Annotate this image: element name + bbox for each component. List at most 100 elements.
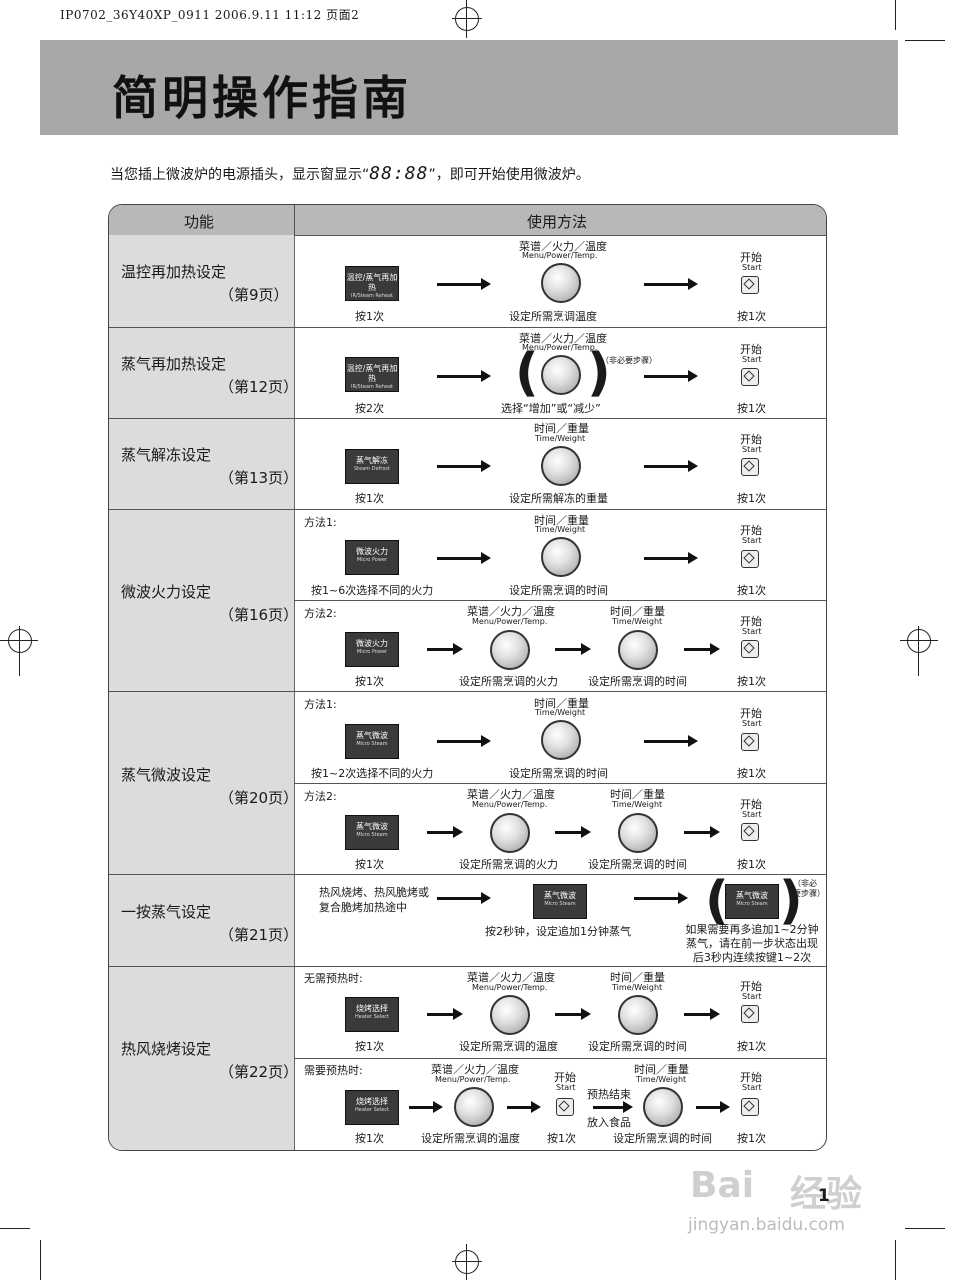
start-button[interactable] (741, 1098, 759, 1116)
function-page: （第20页） (219, 789, 299, 807)
menu-dial[interactable] (490, 813, 530, 853)
step-note: 按2秒钟，设定追加1分钟蒸气 (485, 925, 631, 938)
arrow-icon (437, 892, 491, 904)
arrow-icon (644, 278, 698, 290)
watermark-brand-2: 经验 (790, 1174, 863, 1215)
arrow-icon (555, 643, 591, 655)
time-dial[interactable] (618, 630, 658, 670)
menu-dial[interactable] (490, 995, 530, 1035)
step-note: 设定所需烹调的火力 (459, 858, 558, 871)
arrow-icon (437, 735, 491, 747)
start-label-en: Start (742, 627, 762, 636)
start-button[interactable] (741, 458, 759, 476)
dial-label: 时间／重量 (610, 605, 665, 618)
step-note: 设定所需烹调的时间 (509, 767, 608, 780)
dial-label: 菜谱／火力／温度 (519, 332, 607, 345)
time-dial[interactable] (541, 537, 581, 577)
step-note: 设定所需烹调的时间 (613, 1132, 712, 1145)
start-button[interactable] (741, 823, 759, 841)
start-button[interactable] (741, 276, 759, 294)
menu-dial[interactable] (490, 630, 530, 670)
start-button[interactable] (741, 550, 759, 568)
dial-label-en: Menu/Power/Temp. (472, 800, 548, 809)
dial-label-en: Time/Weight (636, 1075, 687, 1084)
intro-text: 当您插上微波炉的电源插头，显示窗显示“88:88”，即可开始使用微波炉。 (110, 163, 590, 184)
header-usage: 使用方法 (527, 213, 588, 231)
start-label: 开始 (740, 798, 762, 811)
function-page: （第16页） (219, 606, 299, 624)
start-button[interactable] (741, 733, 759, 751)
time-dial[interactable] (618, 813, 658, 853)
step-note: 按1次 (737, 584, 766, 597)
close-paren: ) (587, 343, 611, 403)
arrow-icon (644, 460, 698, 472)
start-button[interactable] (556, 1098, 574, 1116)
crop-mark (452, 1261, 482, 1262)
watermark-brand: Bai (690, 1165, 755, 1206)
arrow-icon (644, 370, 698, 382)
dial-label: 时间／重量 (534, 514, 589, 527)
arrow-icon (696, 1101, 730, 1113)
menu-dial[interactable] (541, 263, 581, 303)
start-icon (558, 1100, 570, 1112)
start-label-en: Start (742, 536, 762, 545)
start-label-en: Start (742, 719, 762, 728)
start-label-en: Start (742, 355, 762, 364)
start-button[interactable] (741, 640, 759, 658)
arrow-icon (437, 552, 491, 564)
title-banner (40, 40, 898, 135)
registration-mark (455, 1250, 479, 1274)
menu-dial[interactable] (454, 1087, 494, 1127)
start-label-en: Start (742, 263, 762, 272)
registration-mark (455, 7, 479, 31)
arrow-icon (634, 892, 688, 904)
start-button[interactable] (741, 1005, 759, 1023)
step-note: 预热结束 (587, 1088, 631, 1101)
step-note: 按1次 (737, 1132, 766, 1145)
step-note: 如果需要再多追加1~2分钟蒸气，请在前一步状态出现后3秒内连续按键1~2次 (685, 923, 819, 964)
time-dial[interactable] (541, 720, 581, 760)
step-note: 按1次 (737, 492, 766, 505)
dial-label-en: Menu/Power/Temp. (472, 617, 548, 626)
dial-label: 时间／重量 (610, 971, 665, 984)
dial-label-en: Menu/Power/Temp. (522, 251, 598, 260)
close-paren: ) (779, 871, 803, 931)
arrow-icon (684, 1008, 720, 1020)
function-name: 热风烧烤设定 (121, 1040, 212, 1058)
arrow-icon (684, 826, 720, 838)
start-button[interactable] (741, 368, 759, 386)
crop-mark (0, 1228, 30, 1229)
start-label-en: Start (742, 445, 762, 454)
menu-dial[interactable] (541, 355, 581, 395)
method-label: 方法2: (304, 790, 337, 803)
dial-label-en: Menu/Power/Temp. (522, 343, 598, 352)
step-note: 按1次 (547, 1132, 576, 1145)
optional-note: （非必要步骤） (601, 356, 657, 365)
start-label: 开始 (554, 1071, 576, 1084)
print-meta-line: IP0702_36Y40XP_0911 2006.9.11 11:12 页面2 (60, 8, 360, 22)
dial-label: 菜谱／火力／温度 (467, 605, 555, 618)
time-dial[interactable] (541, 446, 581, 486)
function-page: （第13页） (219, 469, 299, 487)
start-icon (743, 1007, 755, 1019)
start-label: 开始 (740, 980, 762, 993)
dial-label: 时间／重量 (534, 422, 589, 435)
arrow-icon (427, 826, 463, 838)
page-title: 简明操作指南 (112, 71, 412, 125)
dial-label-en: Time/Weight (535, 525, 586, 534)
start-label-en: Start (556, 1083, 576, 1092)
step-note: 设定所需烹调的时间 (588, 1040, 687, 1053)
time-dial[interactable] (643, 1087, 683, 1127)
time-dial[interactable] (618, 995, 658, 1035)
